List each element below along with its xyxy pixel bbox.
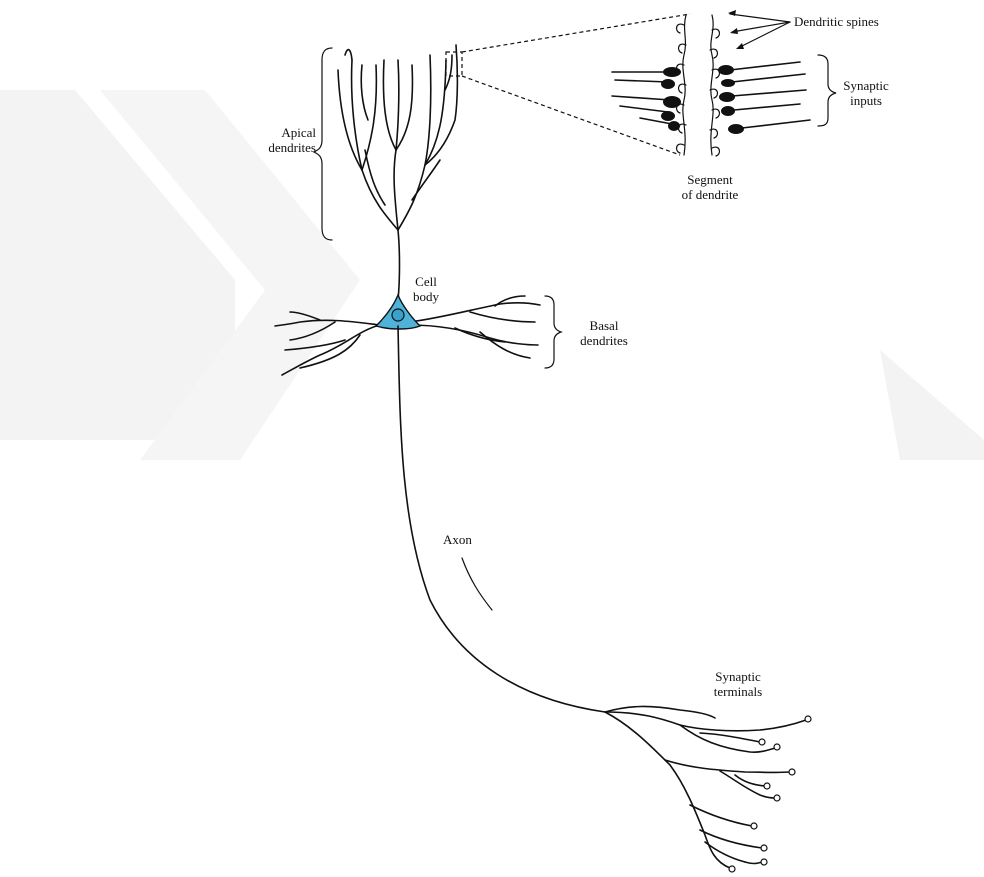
label-segment-of-dendrite: Segment of dendrite [660,172,760,202]
cell-nucleus [392,309,404,321]
label-basal-line2: dendrites [566,333,642,348]
label-synaptic-terminals: Synaptic terminals [702,669,774,699]
synaptic-terminal [789,769,795,775]
label-apical-dendrites: Apical dendrites [254,125,316,155]
basal-brace [545,296,561,368]
label-segment-line2: of dendrite [660,187,760,202]
synaptic-bouton [661,79,675,89]
basal-dendrites-left [275,312,380,375]
axon-arrow [462,558,492,610]
zoom-box [446,52,462,76]
label-synaptic-inputs-line1: Synaptic [836,78,896,93]
apical-brace [314,48,332,240]
synaptic-bouton [663,96,681,108]
basal-dendrites-right [410,296,540,358]
label-synaptic-inputs: Synaptic inputs [836,78,896,108]
label-terminals-line2: terminals [702,684,774,699]
label-axon-text: Axon [443,532,472,547]
label-apical-line1: Apical [254,125,316,140]
synaptic-bouton [663,67,681,77]
label-axon: Axon [443,532,472,547]
synaptic-terminal [764,783,770,789]
synaptic-terminals [605,706,811,872]
label-cell-line1: Cell [404,274,448,289]
dendrite-segment [677,15,720,156]
axon [398,326,605,712]
label-cell-line2: body [404,289,448,304]
label-basal-dendrites: Basal dendrites [566,318,642,348]
synaptic-terminal [761,845,767,851]
apical-dendrite-tree [338,45,457,300]
synaptic-terminal [729,866,735,872]
synaptic-terminal [805,716,811,722]
synaptic-bouton [668,121,680,131]
synaptic-terminal [774,744,780,750]
dendritic-spines-arrows [728,10,790,49]
synaptic-inputs-left [612,67,681,131]
label-apical-line2: dendrites [254,140,316,155]
label-basal-line1: Basal [566,318,642,333]
zoom-indicator [446,14,690,155]
label-dendritic-spines: Dendritic spines [794,14,879,29]
synaptic-bouton [721,106,735,116]
label-terminals-line1: Synaptic [702,669,774,684]
synaptic-bouton [728,124,744,134]
label-segment-line1: Segment [660,172,760,187]
synaptic-bouton [718,65,734,75]
synaptic-terminal [774,795,780,801]
label-dendritic-spines-text: Dendritic spines [794,14,879,29]
synaptic-bouton [661,111,675,121]
synaptic-bouton [719,92,735,102]
synaptic-terminal [751,823,757,829]
synaptic-inputs-right [718,62,810,134]
synaptic-inputs-brace [818,55,836,126]
label-cell-body: Cell body [404,274,448,304]
synaptic-terminal [759,739,765,745]
label-synaptic-inputs-line2: inputs [836,93,896,108]
synaptic-bouton [721,79,735,87]
synaptic-terminal [761,859,767,865]
